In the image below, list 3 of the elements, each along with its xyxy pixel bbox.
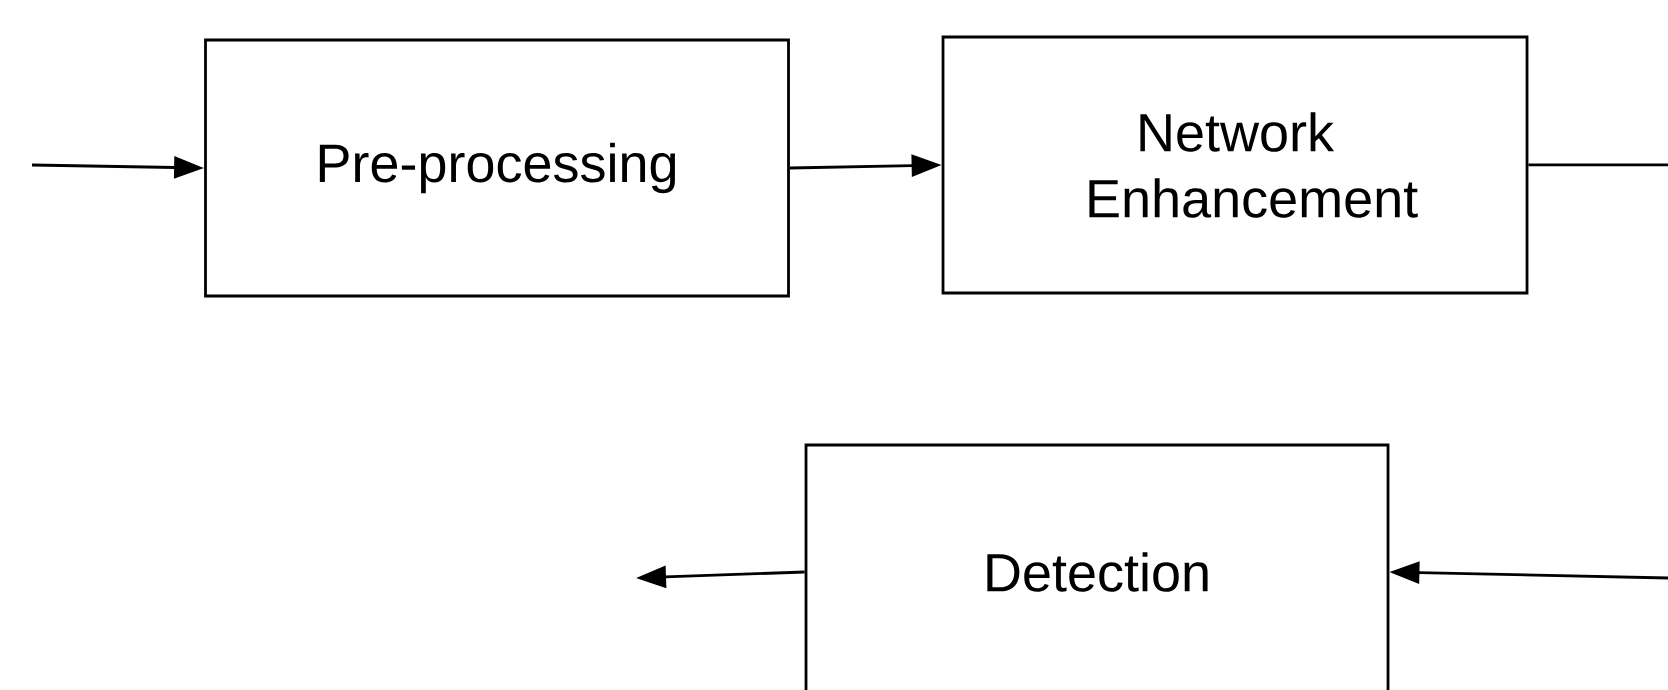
process-box: Pre-processing: [204, 38, 790, 298]
process-box: Network Enhancement: [941, 35, 1529, 295]
process-box: Detection: [804, 443, 1390, 690]
